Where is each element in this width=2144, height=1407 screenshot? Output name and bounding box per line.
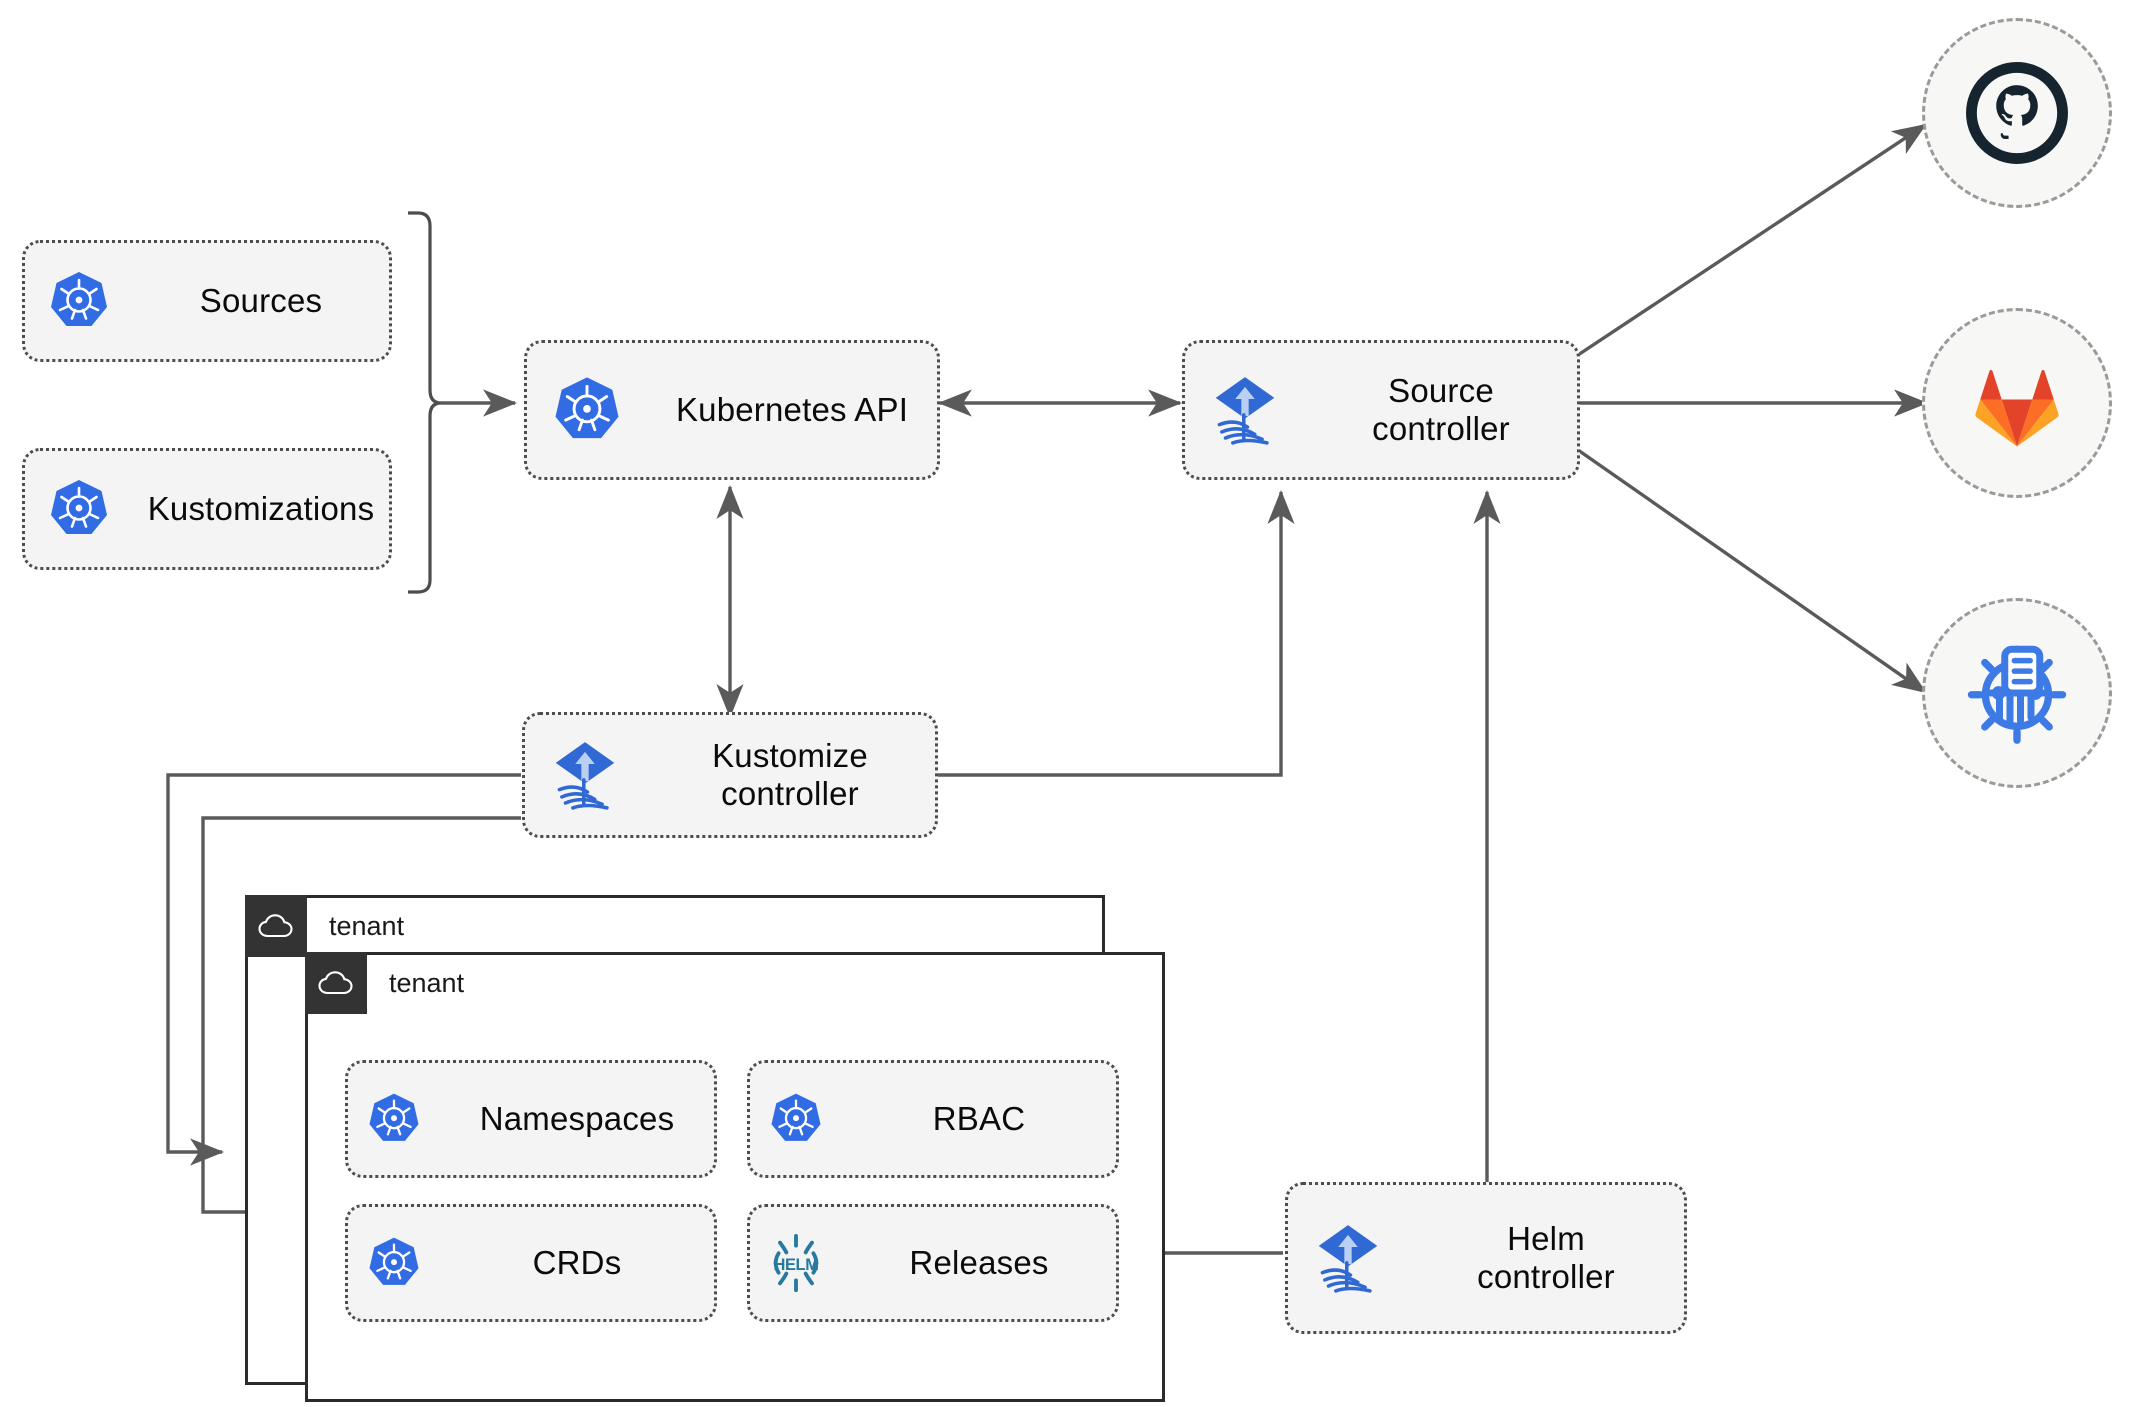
cloud-icon xyxy=(305,952,367,1014)
edge-source-to-helmrepo xyxy=(1577,448,1927,694)
node-source-controller[interactable]: Source controller xyxy=(1182,340,1580,480)
gitlab-icon xyxy=(1975,369,2059,447)
tenant-name: tenant xyxy=(389,967,465,998)
node-kustomizations[interactable]: Kustomizations xyxy=(22,448,392,570)
node-label: Source controller xyxy=(1372,371,1510,447)
svg-text:HELM: HELM xyxy=(773,1256,818,1274)
node-kubernetes-api[interactable]: Kubernetes API xyxy=(524,340,940,480)
edge-source-to-github xyxy=(1577,123,1927,357)
provider-gitlab[interactable] xyxy=(1922,308,2112,498)
helm-repository-icon xyxy=(1967,645,2067,744)
node-kustomize-controller[interactable]: Kustomize controller xyxy=(522,712,938,838)
resource-label: Releases xyxy=(909,1243,1049,1281)
node-label: Kubernetes API xyxy=(675,390,909,428)
edge-kustomize-to-source xyxy=(938,489,1295,777)
kubernetes-icon xyxy=(750,1091,842,1147)
resource-crds[interactable]: CRDs xyxy=(345,1204,717,1322)
node-label: Helm controller xyxy=(1477,1219,1615,1295)
flux-icon xyxy=(1288,1219,1408,1297)
tenant-resource-grid: Namespaces xyxy=(345,1060,1119,1322)
node-label: Kustomizations xyxy=(147,489,375,527)
resource-label: CRDs xyxy=(532,1243,622,1281)
node-label: Kustomize controller xyxy=(712,736,868,812)
helm-icon: HELM xyxy=(750,1232,842,1294)
group-bracket xyxy=(408,211,442,594)
tenant-header-front: tenant xyxy=(305,952,464,1014)
kubernetes-icon xyxy=(25,269,133,333)
resource-releases[interactable]: HELM Releases xyxy=(747,1204,1119,1322)
node-helm-controller[interactable]: Helm controller xyxy=(1285,1182,1687,1334)
github-icon xyxy=(1966,62,2068,164)
tenant-box-front[interactable]: tenant xyxy=(305,952,1165,1402)
resource-rbac[interactable]: RBAC xyxy=(747,1060,1119,1178)
node-label: Sources xyxy=(199,281,323,319)
provider-helm-repository[interactable] xyxy=(1922,598,2112,788)
kubernetes-icon xyxy=(527,374,647,446)
cloud-icon xyxy=(245,895,307,957)
flux-icon xyxy=(1185,371,1305,449)
node-sources[interactable]: Sources xyxy=(22,240,392,362)
resource-namespaces[interactable]: Namespaces xyxy=(345,1060,717,1178)
provider-github[interactable] xyxy=(1922,18,2112,208)
tenant-header-back: tenant xyxy=(245,895,404,957)
flux-icon xyxy=(525,736,645,814)
resource-label: RBAC xyxy=(932,1099,1026,1137)
resource-label: Namespaces xyxy=(479,1099,675,1137)
kubernetes-icon xyxy=(348,1091,440,1147)
kubernetes-icon xyxy=(348,1235,440,1291)
tenant-name: tenant xyxy=(329,910,405,941)
kubernetes-icon xyxy=(25,477,133,541)
